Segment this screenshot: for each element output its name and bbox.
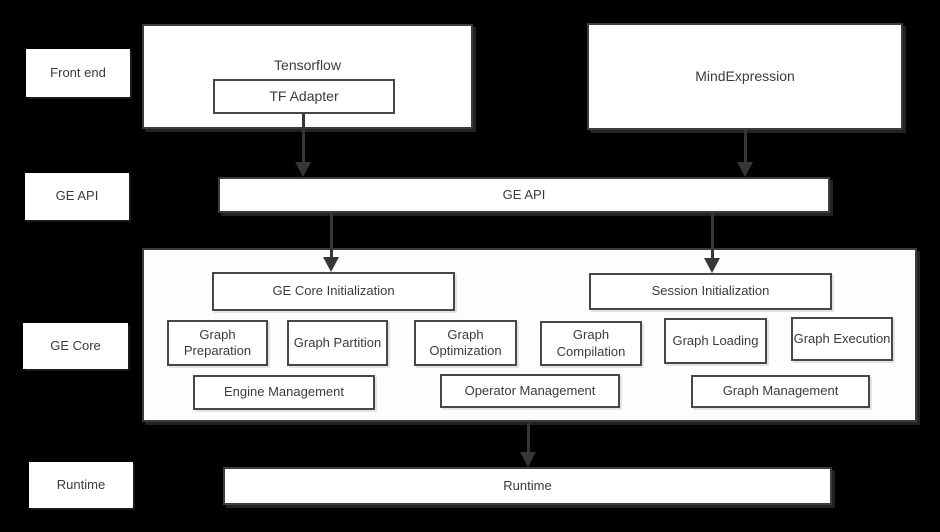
stage-graph-optimization-label: Graph Optimization [429, 326, 502, 358]
arrow-mindexpression-to-geapi [737, 130, 753, 177]
stage-graph-preparation-label: Graph Preparation [183, 326, 252, 358]
ge-core-initialization-box: GE Core Initialization [212, 272, 455, 311]
arrow-head-icon [323, 257, 339, 272]
runtime-bar: Runtime [223, 467, 832, 505]
tensorflow-title: Tensorflow [274, 57, 341, 73]
arrow-geapi-to-session-init [704, 213, 720, 273]
arrow-shaft [329, 213, 333, 257]
runtime-bar-label: Runtime [503, 477, 552, 493]
arrow-shaft [743, 130, 747, 162]
session-initialization-box: Session Initialization [589, 273, 832, 310]
mgmt-engine-management-label: Engine Management [224, 384, 344, 400]
arrow-gecore-to-runtime [520, 423, 536, 467]
arrow-head-icon [737, 162, 753, 177]
ge-core-initialization-label: GE Core Initialization [272, 283, 395, 299]
stage-graph-execution-label: Graph Execution [793, 330, 891, 346]
arrow-head-icon [520, 452, 536, 467]
arrow-head-icon [704, 258, 720, 273]
row-label-runtime-text: Runtime [56, 476, 106, 492]
mgmt-graph-management-label: Graph Management [722, 383, 839, 399]
row-label-ge-core-text: GE Core [50, 337, 101, 353]
session-initialization-label: Session Initialization [651, 283, 770, 299]
stage-graph-preparation: Graph Preparation [167, 320, 268, 366]
tf-adapter-box: TF Adapter [213, 79, 395, 114]
stage-graph-partition-label: Graph Partition [293, 334, 382, 350]
arrow-shaft [301, 114, 305, 162]
stage-graph-partition: Graph Partition [287, 320, 388, 366]
stage-graph-optimization: Graph Optimization [414, 320, 517, 366]
row-label-ge-api-text: GE API [55, 188, 99, 204]
arrow-geapi-to-gecore-init [323, 213, 339, 272]
row-label-front-end-text: Front end [50, 64, 106, 80]
row-label-front-end: Front end [26, 49, 130, 97]
arrow-head-icon [295, 162, 311, 177]
mgmt-operator-management: Operator Management [440, 374, 620, 408]
arrow-tfadapter-to-geapi [295, 114, 311, 177]
mindexpression-box: MindExpression [587, 23, 903, 130]
arrow-shaft [710, 213, 714, 258]
row-label-runtime: Runtime [29, 462, 133, 508]
stage-graph-compilation-label: Graph Compilation [556, 327, 626, 359]
stage-graph-compilation: Graph Compilation [540, 321, 642, 366]
stage-graph-loading-label: Graph Loading [672, 332, 759, 348]
ge-api-bar-label: GE API [502, 186, 546, 202]
mgmt-graph-management: Graph Management [691, 375, 870, 408]
row-label-ge-api: GE API [25, 173, 129, 220]
arrow-shaft [526, 423, 530, 452]
stage-graph-execution: Graph Execution [791, 317, 893, 361]
mgmt-engine-management: Engine Management [193, 375, 375, 410]
row-label-ge-core: GE Core [23, 323, 128, 369]
ge-api-bar: GE API [218, 177, 830, 213]
mgmt-operator-management-label: Operator Management [464, 382, 596, 398]
tf-adapter-label: TF Adapter [269, 87, 339, 104]
stage-graph-loading: Graph Loading [664, 318, 767, 364]
mindexpression-label: MindExpression [695, 67, 795, 84]
